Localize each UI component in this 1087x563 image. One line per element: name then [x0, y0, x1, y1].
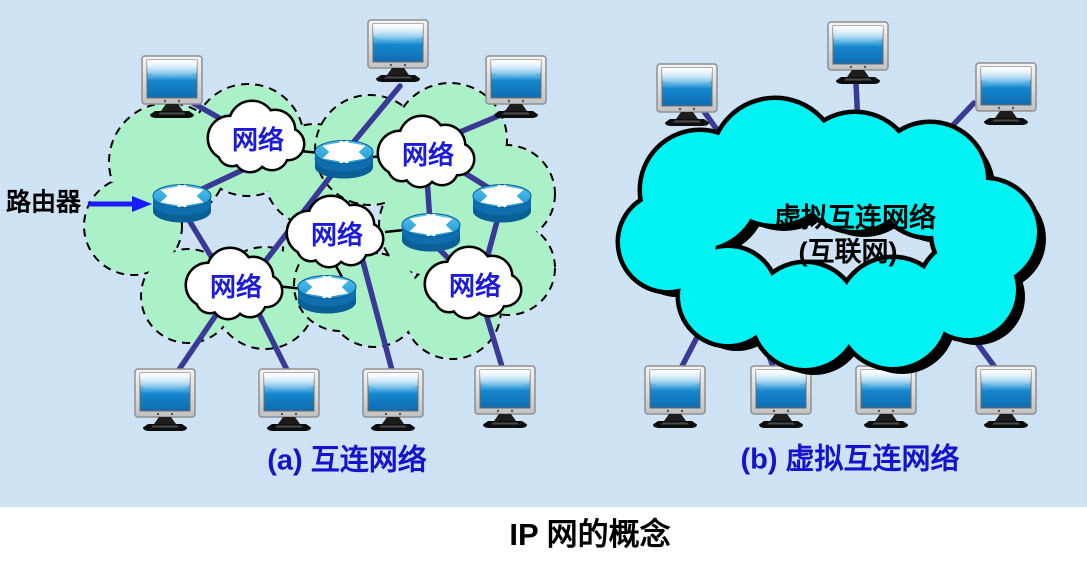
virtual-internet-cloud: 虚拟互连网络 (互联网) — [615, 95, 1046, 375]
network-link — [173, 312, 219, 377]
network-cloud-label: 网络 — [402, 140, 454, 170]
router-icon — [315, 141, 373, 179]
network-cloud-labels: 网络 网络 网络 网络 网络 — [210, 125, 501, 302]
router-icon — [402, 214, 460, 252]
caption-panel-a: (a) 互连网络 — [267, 443, 427, 477]
footer-strip — [0, 507, 1087, 563]
page-title: IP 网的概念 — [509, 517, 670, 552]
virtual-internet-cloud-label-line1: 虚拟互连网络 — [774, 202, 936, 233]
network-link — [483, 311, 506, 373]
router-callout-arrow — [88, 196, 152, 212]
network-cloud-label: 网络 — [232, 125, 284, 155]
router-callout-label: 路由器 — [6, 189, 82, 217]
virtual-internet-cloud-label-line2: (互联网) — [799, 237, 898, 267]
caption-panel-b: (b) 虚拟互连网络 — [740, 442, 959, 476]
network-link — [334, 265, 344, 278]
network-cloud-label: 网络 — [210, 272, 262, 302]
network-cloud-label: 网络 — [449, 271, 501, 301]
network-cloud-label: 网络 — [311, 220, 363, 250]
network-link — [254, 307, 291, 375]
network-link — [384, 228, 405, 234]
router-icon — [153, 185, 211, 223]
router-icon — [298, 276, 356, 314]
network-link — [344, 83, 403, 153]
network-link — [359, 255, 396, 377]
router-icon — [473, 185, 531, 223]
